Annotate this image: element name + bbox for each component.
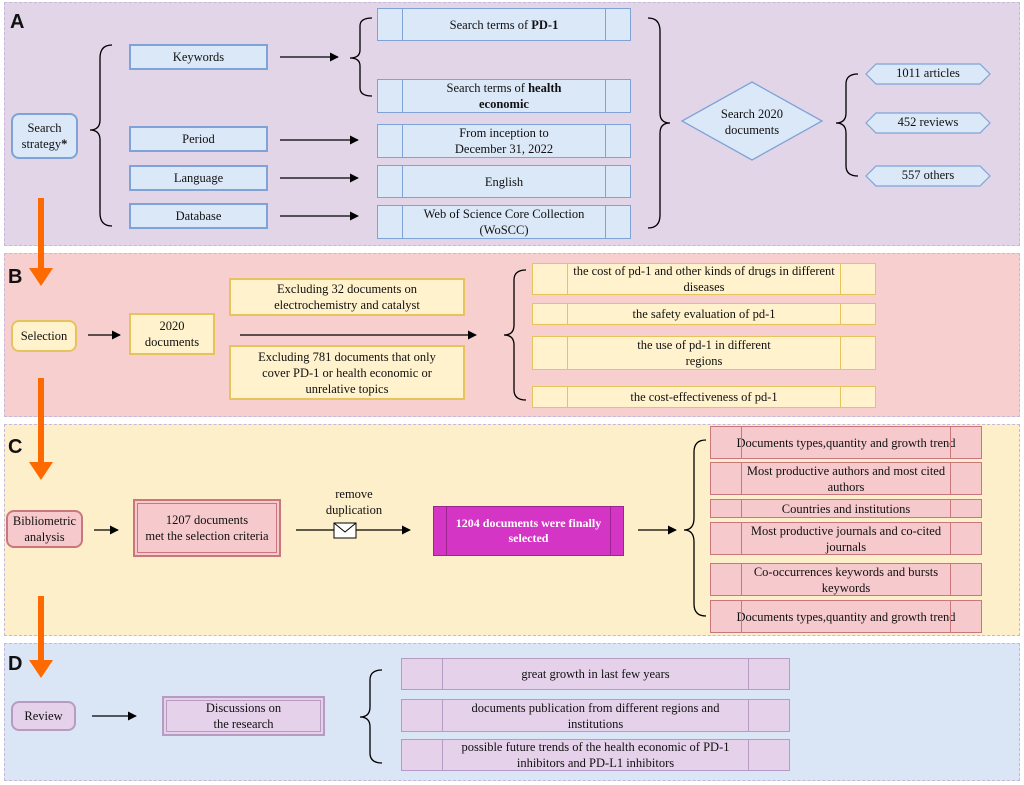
topic-item: the cost-effectiveness of pd-1 [532, 386, 876, 408]
topic-item: the cost of pd-1 and other kinds of drug… [532, 263, 876, 295]
final-selected-node: 1204 documents were finally selected [433, 506, 624, 556]
language-value: English [484, 174, 524, 189]
exclude-32-label: Excluding 32 documents on electrochemist… [274, 282, 420, 312]
output-item: Documents types,quantity and growth tren… [710, 600, 982, 633]
finding-item: great growth in last few years [401, 658, 790, 690]
output-label: Documents types,quantity and growth tren… [736, 609, 956, 624]
database-value-line1: Web of Science Core Collection [423, 207, 585, 221]
term-he-bold-1: health [528, 81, 562, 95]
language-node: Language [129, 165, 268, 191]
exclude-32-node: Excluding 32 documents on electrochemist… [229, 278, 465, 316]
output-item: Most productive authors and most cited a… [710, 462, 982, 495]
search-strategy-node: Search strategy* [11, 113, 78, 159]
bibliometric-line2: analysis [24, 530, 65, 544]
term-he-bold-2: economic [479, 97, 529, 111]
search-strategy-line1: Search [27, 121, 62, 135]
finding-label: documents publication from different reg… [471, 700, 720, 731]
output-label: Countries and institutions [781, 501, 911, 516]
met-line1: 1207 documents [165, 513, 249, 527]
discussions-node: Discussions on the research [162, 696, 325, 736]
database-node: Database [129, 203, 268, 229]
met-line2: met the selection criteria [145, 529, 269, 543]
remove-line2: duplication [325, 502, 383, 517]
topic-label: the cost of pd-1 and other kinds of drug… [573, 264, 835, 294]
finding-item: documents publication from different reg… [401, 699, 790, 732]
finding-label: possible future trends of the health eco… [461, 740, 730, 770]
output-item: Countries and institutions [710, 499, 982, 518]
result-others: 557 others [901, 168, 955, 182]
remove-line1: remove [335, 487, 373, 501]
topic-label: the safety evaluation of pd-1 [632, 307, 776, 321]
docs-2020-line1: 2020 [159, 319, 185, 333]
docs-2020-line2: documents [144, 335, 200, 349]
database-label: Database [175, 209, 222, 223]
exclude-781-label: Excluding 781 documents that only cover … [258, 349, 436, 396]
term-he-prefix: Search terms of [446, 81, 529, 95]
language-label: Language [173, 171, 224, 185]
section-a-letter: A [10, 11, 25, 33]
output-item: Most productive journals and co-cited jo… [710, 522, 982, 555]
search-diamond-label: Search 2020 documents [697, 107, 807, 138]
review-label: Review [24, 709, 63, 723]
period-label: Period [182, 132, 215, 146]
term-pd1-bold: PD-1 [531, 17, 559, 32]
bibliometric-node: Bibliometric analysis [6, 510, 83, 548]
period-value-line1: From inception to [459, 126, 549, 140]
topic-item: the use of pd-1 in different regions [532, 336, 876, 370]
output-label: Most productive authors and most cited a… [746, 463, 946, 494]
bibliometric-line1: Bibliometric [12, 514, 77, 528]
topic-label: the cost-effectiveness of pd-1 [630, 390, 778, 404]
output-label: Co-occurrences keywords and bursts keywo… [753, 564, 939, 595]
keywords-label: Keywords [172, 50, 225, 64]
final-label: 1204 documents were finally selected [455, 515, 602, 545]
section-b-letter: B [8, 266, 23, 288]
section-c-letter: C [8, 436, 23, 458]
exclude-781-node: Excluding 781 documents that only cover … [229, 345, 465, 400]
met-criteria-node: 1207 documents met the selection criteri… [133, 499, 281, 557]
result-articles: 1011 articles [896, 66, 960, 80]
period-value-node: From inception to December 31, 2022 [377, 124, 631, 158]
period-node: Period [129, 126, 268, 152]
output-label: Most productive journals and co-cited jo… [750, 523, 942, 554]
search-line1: Search 2020 [720, 107, 784, 121]
review-node: Review [11, 701, 76, 731]
discuss-line1: Discussions on [205, 701, 282, 715]
term-pd1-node: Search terms of PD-1 [377, 8, 631, 41]
finding-label: great growth in last few years [521, 667, 670, 681]
search-strategy-line2: strategy [21, 137, 62, 151]
period-value-line2: December 31, 2022 [454, 142, 554, 156]
term-pd1-prefix: Search terms of [449, 17, 532, 32]
output-item: Co-occurrences keywords and bursts keywo… [710, 563, 982, 596]
docs-2020-node: 2020 documents [129, 313, 215, 355]
selection-label: Selection [20, 329, 68, 343]
topic-label: the use of pd-1 in different regions [637, 338, 771, 368]
keywords-node: Keywords [129, 44, 268, 70]
term-health-economic-node: Search terms of health economic [377, 79, 631, 113]
finding-item: possible future trends of the health eco… [401, 739, 790, 771]
search-strategy-mark: * [61, 137, 68, 151]
database-value-node: Web of Science Core Collection (WoSCC) [377, 205, 631, 239]
topic-item: the safety evaluation of pd-1 [532, 303, 876, 325]
output-item: Documents types,quantity and growth tren… [710, 426, 982, 459]
discuss-line2: the research [213, 717, 274, 731]
result-reviews: 452 reviews [897, 115, 959, 129]
remove-duplication-label: remove duplication [314, 487, 394, 518]
section-d-letter: D [8, 653, 23, 675]
output-label: Documents types,quantity and growth tren… [736, 435, 956, 450]
database-value-line2: (WoSCC) [479, 223, 529, 237]
search-line2: documents [724, 122, 780, 137]
selection-node: Selection [11, 320, 77, 352]
language-value-node: English [377, 165, 631, 198]
